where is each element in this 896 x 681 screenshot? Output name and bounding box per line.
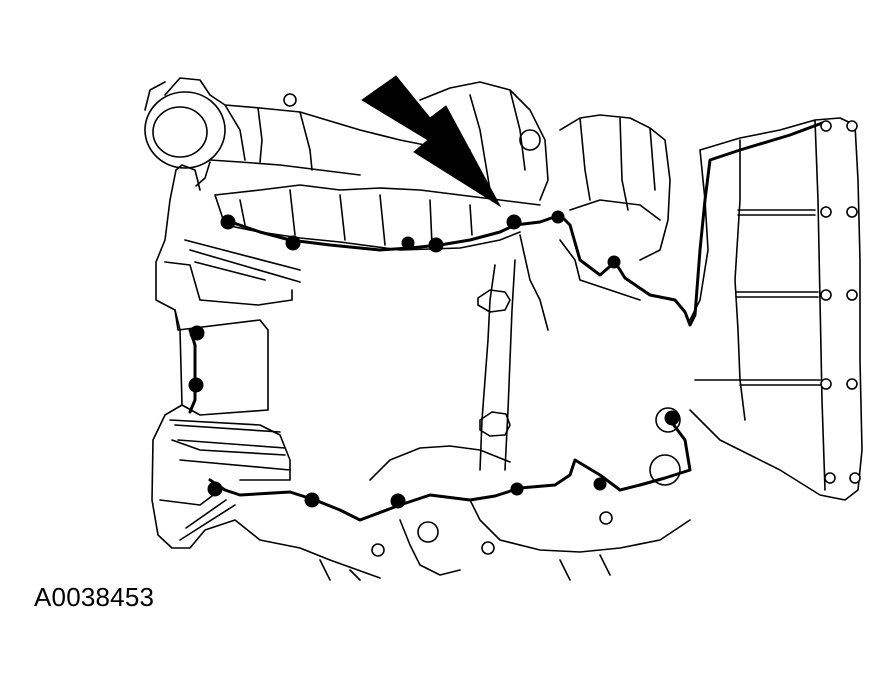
bolt-icon — [593, 477, 607, 491]
dome-bolt — [519, 129, 541, 151]
left-ribs — [174, 239, 301, 541]
bolt-icon — [846, 206, 858, 218]
lower-right-boss-2 — [655, 407, 681, 433]
bolt-icon — [846, 378, 858, 390]
bolt-icon — [846, 120, 858, 132]
lower-right-boss — [649, 454, 681, 486]
round-flange-bracket — [144, 81, 211, 187]
bolt-icon — [207, 481, 223, 497]
bolt-icon — [428, 237, 444, 253]
sump-boss-upper — [477, 289, 511, 313]
bottom-dome — [369, 445, 511, 481]
bolt-icon — [824, 472, 836, 484]
bolt-icon — [285, 235, 301, 251]
bolt-icon — [371, 543, 385, 557]
right-pan-ribs — [694, 209, 821, 386]
bolt-icon — [189, 325, 205, 341]
right-pan — [689, 117, 863, 501]
bolt-icon — [664, 410, 680, 426]
bolt-icon — [506, 214, 522, 230]
bolt-icon — [846, 289, 858, 301]
bolt-icon — [188, 377, 204, 393]
bolt-icon — [417, 521, 439, 543]
round-flange-inner — [152, 106, 208, 158]
bolt-icon — [481, 541, 495, 555]
sump-boss-lower — [479, 411, 511, 437]
upper-dome — [419, 81, 549, 201]
bolt-icon — [820, 289, 832, 301]
center-block — [214, 184, 541, 251]
bolt-icon — [820, 206, 832, 218]
bolt-icon — [551, 210, 565, 224]
intake-tube — [164, 77, 471, 176]
sump-wall — [479, 234, 549, 471]
bolt-icon — [401, 236, 415, 250]
bolt-icon — [220, 214, 236, 230]
bolt-icon — [599, 511, 613, 525]
arrow-icon — [361, 75, 502, 208]
bolt-icon — [607, 255, 621, 269]
round-flange — [144, 91, 226, 169]
bolt-icon — [283, 93, 297, 107]
oil-pan-outline — [151, 164, 381, 579]
figure-code: A0038453 — [34, 582, 155, 612]
bolt-icon — [304, 492, 320, 508]
bolt-icon — [820, 378, 832, 390]
bolt-icon — [849, 472, 861, 484]
bolt-icon — [510, 482, 524, 496]
bolt-icon — [390, 493, 406, 509]
right-components — [559, 114, 671, 301]
lower-block — [319, 499, 691, 581]
bolt-icon — [820, 120, 832, 132]
